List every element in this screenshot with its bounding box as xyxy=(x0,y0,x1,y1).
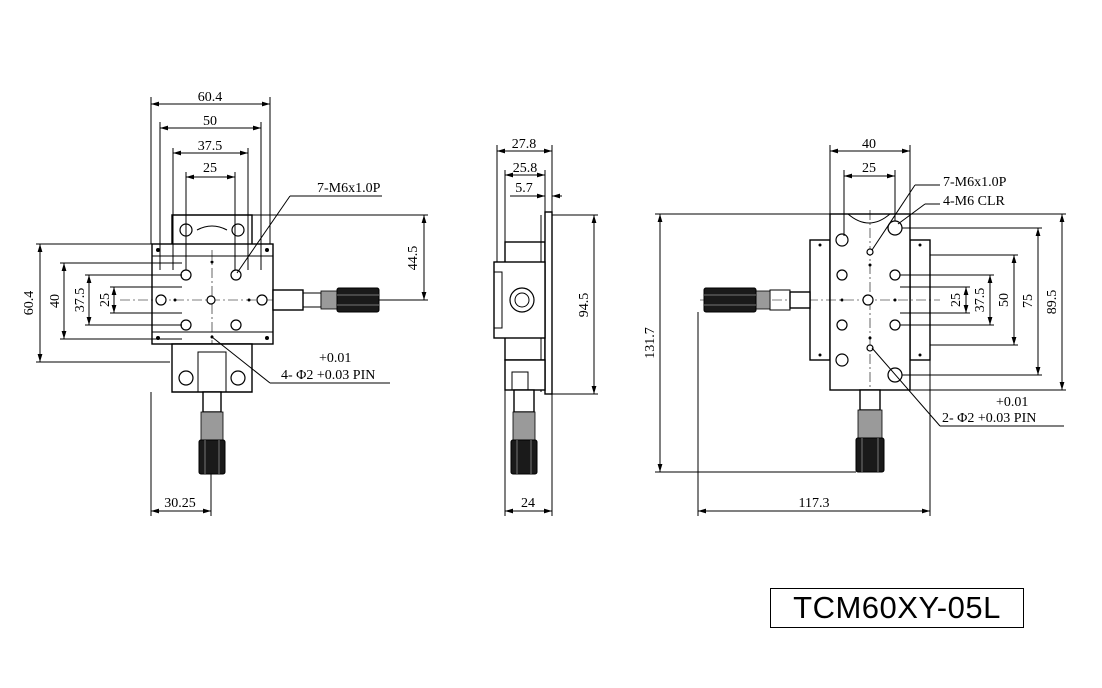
dim-height-75-right: 75 xyxy=(1021,294,1036,308)
dim-width-37-5: 37.5 xyxy=(198,139,223,154)
dim-height-60-4: 60.4 xyxy=(22,291,37,316)
callout-pin-4: 4- Φ2 +0.03 PIN xyxy=(281,368,375,383)
dim-width-30-25: 30.25 xyxy=(164,496,196,511)
dim-height-131-7: 131.7 xyxy=(643,327,658,359)
callout-tap-7-m6: 7-M6x1.0P xyxy=(317,181,381,196)
pin-tolerance-upper: +0.01 xyxy=(319,351,351,366)
dim-height-37-5-right: 37.5 xyxy=(973,288,988,313)
dim-height-89-5-right: 89.5 xyxy=(1045,290,1060,315)
dim-width-24: 24 xyxy=(521,496,535,511)
model-number: TCM60XY-05L xyxy=(793,590,1001,625)
front-view: 60.4 50 37.5 25 60.4 40 37.5 25 44.5 30.… xyxy=(22,90,428,516)
dim-width-50: 50 xyxy=(203,114,217,129)
callout-pin-2: 2- Φ2 +0.03 PIN xyxy=(942,411,1036,426)
callout-tap-7-m6-top: 7-M6x1.0P xyxy=(943,175,1007,190)
dim-height-44-5: 44.5 xyxy=(406,246,421,271)
dim-width-117-3: 117.3 xyxy=(799,496,830,511)
pin-tolerance-upper-top: +0.01 xyxy=(996,395,1028,410)
title-block: TCM60XY-05L xyxy=(770,588,1024,628)
dim-width-25-top: 25 xyxy=(862,161,876,176)
dim-height-25-right: 25 xyxy=(949,293,964,307)
dim-width-40: 40 xyxy=(862,137,876,152)
top-view: 40 25 7-M6x1.0P 4-M6 CLR 131.7 25 37.5 5… xyxy=(643,137,1066,516)
callout-clr-4-m6: 4-M6 CLR xyxy=(943,194,1006,209)
dim-width-60-4: 60.4 xyxy=(198,90,223,105)
dim-height-94-5: 94.5 xyxy=(577,293,592,318)
dim-height-25: 25 xyxy=(98,293,113,307)
dim-height-50-right: 50 xyxy=(997,293,1012,307)
dim-height-40: 40 xyxy=(48,294,63,308)
dim-depth-5-7: 5.7 xyxy=(515,181,533,196)
dim-depth-27-8: 27.8 xyxy=(512,137,537,152)
dim-height-37-5: 37.5 xyxy=(73,288,88,313)
dim-width-25: 25 xyxy=(203,161,217,176)
dim-depth-25-8: 25.8 xyxy=(513,161,538,176)
side-view: 27.8 25.8 5.7 94.5 24 xyxy=(493,137,598,516)
